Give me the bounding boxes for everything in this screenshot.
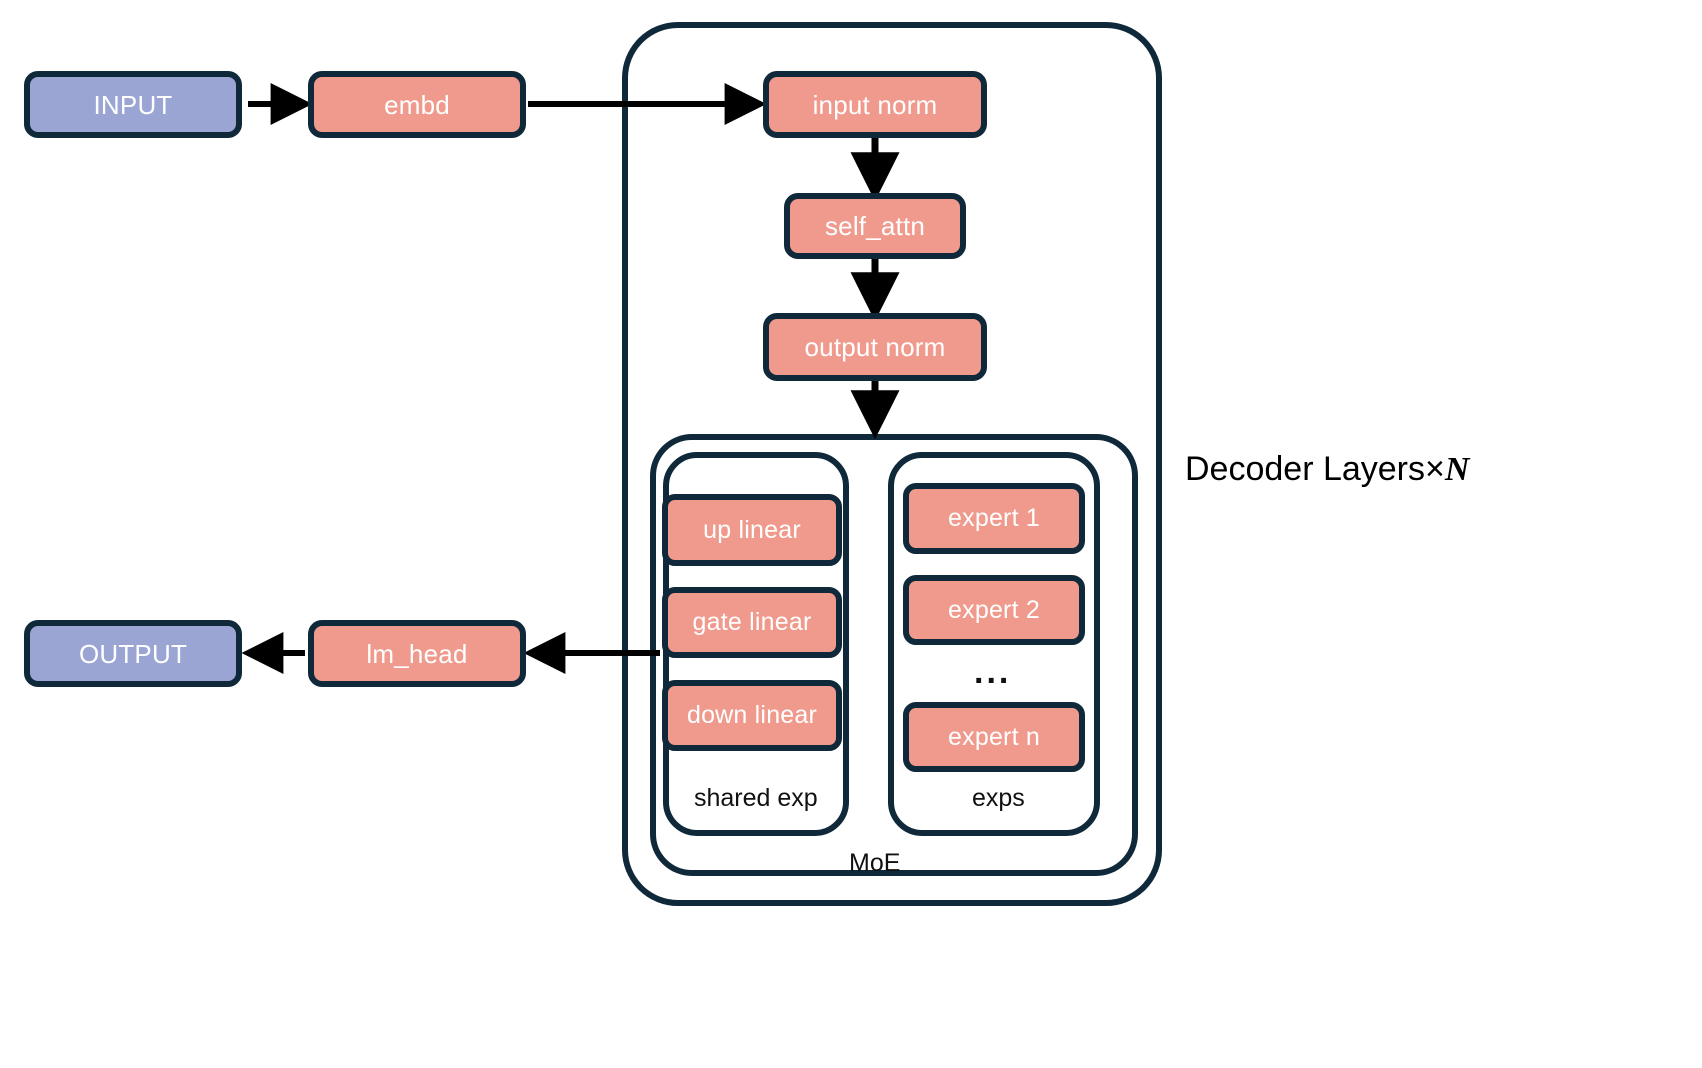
node-output[interactable]: OUTPUT (24, 620, 242, 687)
decoder-layers-caption: Decoder Layers×N (1185, 452, 1469, 487)
node-expert-2[interactable]: expert 2 (903, 575, 1085, 645)
node-gate-linear-label: gate linear (692, 608, 812, 636)
node-up-linear[interactable]: up linear (662, 494, 842, 566)
decoder-layers-multiplier: N (1444, 451, 1470, 488)
node-expert-2-label: expert 2 (948, 595, 1040, 624)
node-output-label: OUTPUT (78, 638, 188, 669)
node-expert-n-label: expert n (948, 722, 1040, 751)
node-expert-1-label: expert 1 (948, 504, 1040, 532)
node-self-attn[interactable]: self_attn (784, 193, 966, 259)
exps-caption: exps (972, 784, 1025, 812)
experts-ellipsis: ... (974, 653, 1012, 691)
exps-group (888, 452, 1100, 836)
node-input-norm-label: input norm (812, 89, 938, 120)
moe-caption: MoE (849, 849, 901, 877)
shared-exp-caption: shared exp (694, 784, 818, 812)
node-output-norm-label: output norm (804, 332, 946, 362)
node-expert-1[interactable]: expert 1 (903, 483, 1085, 554)
node-self-attn-label: self_attn (824, 211, 926, 241)
decoder-layers-container (622, 22, 1162, 906)
node-embd[interactable]: embd (308, 71, 526, 138)
node-embd-label: embd (384, 89, 450, 120)
node-input-label: INPUT (93, 89, 173, 120)
node-expert-n[interactable]: expert n (903, 702, 1085, 772)
decoder-layers-caption-prefix: Decoder Layers× (1185, 450, 1445, 488)
node-output-norm[interactable]: output norm (763, 313, 987, 381)
node-input-norm[interactable]: input norm (763, 71, 987, 138)
node-gate-linear[interactable]: gate linear (662, 587, 842, 658)
node-down-linear-label: down linear (686, 701, 818, 729)
node-input[interactable]: INPUT (24, 71, 242, 138)
node-down-linear[interactable]: down linear (662, 680, 842, 751)
node-up-linear-label: up linear (703, 515, 801, 544)
node-lm-head-label: lm_head (366, 638, 468, 669)
node-lm-head[interactable]: lm_head (308, 620, 526, 687)
